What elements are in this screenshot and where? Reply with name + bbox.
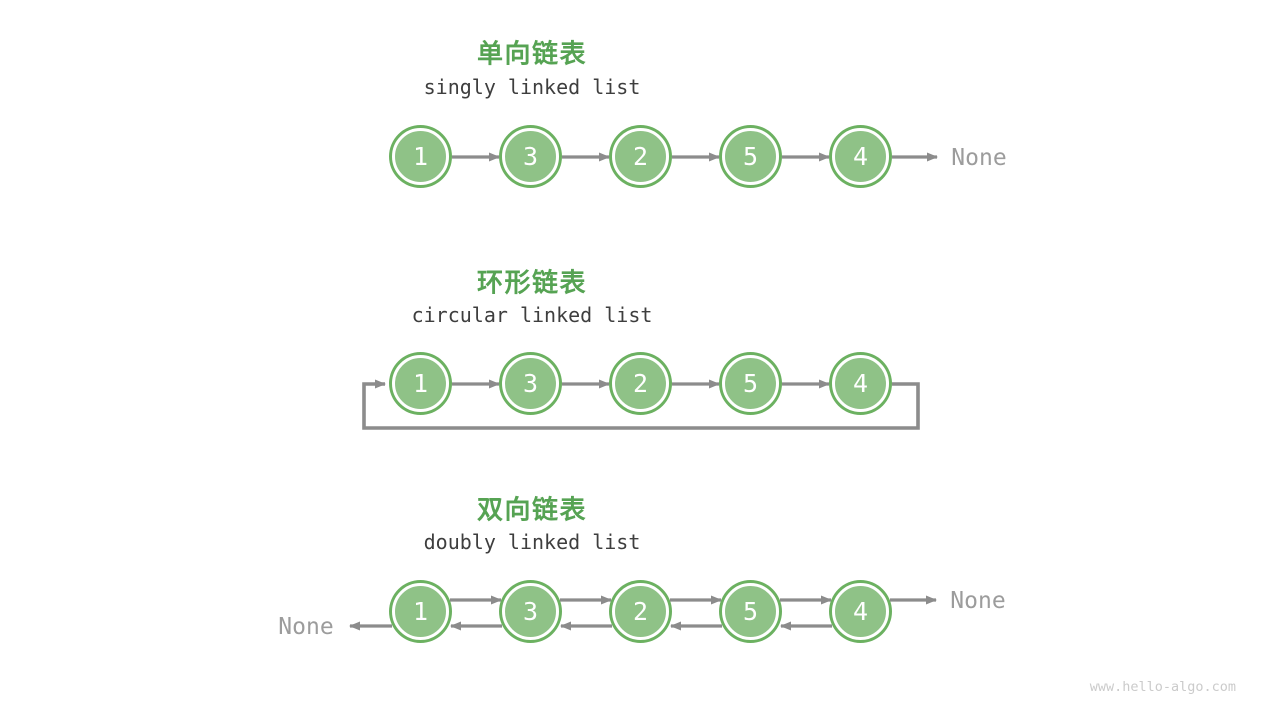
site-watermark: www.hello-algo.com: [1089, 679, 1236, 695]
section-subtitle-circular: circular linked list: [411, 303, 653, 327]
list-node: 4: [832, 128, 889, 185]
list-node: 2: [612, 128, 669, 185]
list-node: 3: [502, 128, 559, 185]
list-node: 4: [832, 355, 889, 412]
list-node: 5: [722, 355, 779, 412]
section-title-circular: 环形链表: [476, 267, 588, 298]
section-title-singly: 单向链表: [476, 38, 588, 69]
list-node: 2: [612, 583, 669, 640]
list-node: 5: [722, 583, 779, 640]
none-label-doubly-tail: None: [950, 588, 1006, 614]
list-node: 3: [502, 355, 559, 412]
list-node: 1: [392, 355, 449, 412]
section-title-doubly: 双向链表: [476, 494, 588, 525]
none-label-doubly-head: None: [278, 614, 334, 640]
none-label-singly-tail: None: [951, 145, 1007, 171]
list-node: 4: [832, 583, 889, 640]
section-subtitle-doubly: doubly linked list: [423, 530, 641, 554]
list-node: 2: [612, 355, 669, 412]
list-node: 5: [722, 128, 779, 185]
section-subtitle-singly: singly linked list: [423, 75, 641, 99]
list-node: 3: [502, 583, 559, 640]
list-node: 1: [392, 583, 449, 640]
list-node: 1: [392, 128, 449, 185]
